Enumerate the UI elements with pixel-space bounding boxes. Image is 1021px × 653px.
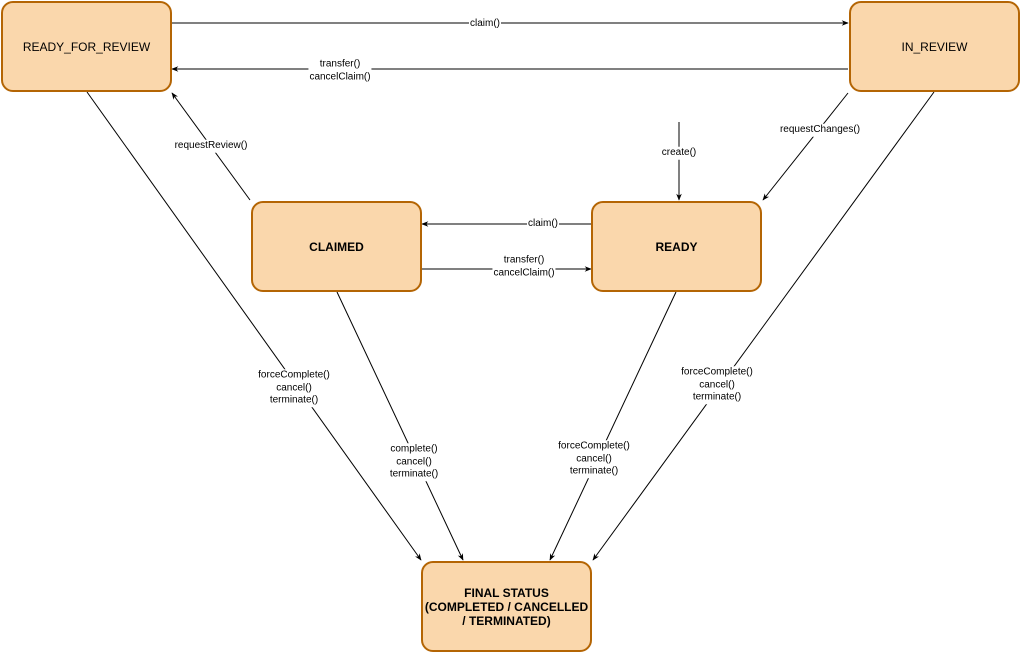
state-label: READY_FOR_REVIEW [22, 39, 151, 54]
edge-label-create: create() [660, 146, 698, 160]
state-final-status[interactable]: FINAL STATUS (COMPLETED / CANCELLED / TE… [421, 561, 592, 652]
state-ready[interactable]: READY [591, 201, 762, 292]
state-label: CLAIMED [309, 239, 364, 254]
edge-label-text: transfer() [503, 254, 545, 266]
edge-label-claimed-to-ready: transfer() cancelClaim() [492, 254, 556, 280]
edge-label-text: requestReview() [174, 139, 248, 151]
edge-label-text: create() [661, 146, 697, 158]
edge-label-text: forceComplete() [258, 369, 330, 381]
state-label-line3: / TERMINATED) [462, 613, 551, 628]
edge-label-text: cancelClaim() [309, 71, 371, 82]
state-label: READY [655, 239, 698, 254]
state-label-line2: (COMPLETED / CANCELLED [424, 599, 589, 614]
edge-label-text: forceComplete() [558, 440, 630, 452]
edge-label-text: terminate() [692, 391, 742, 403]
state-in-review[interactable]: IN_REVIEW [849, 1, 1020, 92]
edge-label-text: cancel() [276, 381, 312, 393]
edge-label-ready-to-claimed: claim() [527, 217, 559, 231]
edge-label-text: complete() [390, 443, 438, 455]
edge-label-text: terminate() [389, 468, 439, 480]
edge-label-inreview-to-final: forceComplete() cancel() terminate() [680, 366, 754, 404]
edge-label-text: forceComplete() [681, 366, 753, 378]
edge-label-text: transfer() [319, 58, 361, 70]
edge-ready-to-final [549, 291, 677, 561]
edge-claimed-to-final [336, 291, 464, 561]
edge-label-text: claim() [470, 17, 500, 29]
state-label-line1: FINAL STATUS [464, 585, 549, 600]
edge-label-rfr-to-inreview: claim() [469, 17, 501, 31]
edge-label-rfr-to-final: forceComplete() cancel() terminate() [257, 369, 331, 407]
edge-label-inreview-to-rfr: transfer() cancelClaim() [308, 58, 372, 84]
edge-label-claimed-to-final: complete() cancel() terminate() [388, 443, 440, 481]
edge-label-text: terminate() [269, 394, 319, 406]
edge-label-text: terminate() [569, 465, 619, 477]
edge-label-text: claim() [528, 217, 558, 229]
state-ready-for-review[interactable]: READY_FOR_REVIEW [1, 1, 172, 92]
edge-label-text: cancel() [699, 378, 735, 390]
edge-label-text: cancel() [396, 455, 432, 467]
edge-inreview-to-final [592, 91, 935, 561]
edge-label-ready-to-final: forceComplete() cancel() terminate() [557, 440, 631, 478]
edge-label-inreview-to-ready: requestChanges() [778, 123, 862, 137]
edge-inreview-to-ready [762, 92, 849, 201]
state-label: IN_REVIEW [901, 39, 968, 54]
edge-label-claimed-to-rfr: requestReview() [173, 139, 249, 153]
edge-label-text: cancelClaim() [493, 267, 555, 278]
edge-label-text: cancel() [576, 452, 612, 464]
state-claimed[interactable]: CLAIMED [251, 201, 422, 292]
edge-rfr-to-final [86, 91, 422, 561]
edge-label-text: requestChanges() [779, 123, 861, 135]
